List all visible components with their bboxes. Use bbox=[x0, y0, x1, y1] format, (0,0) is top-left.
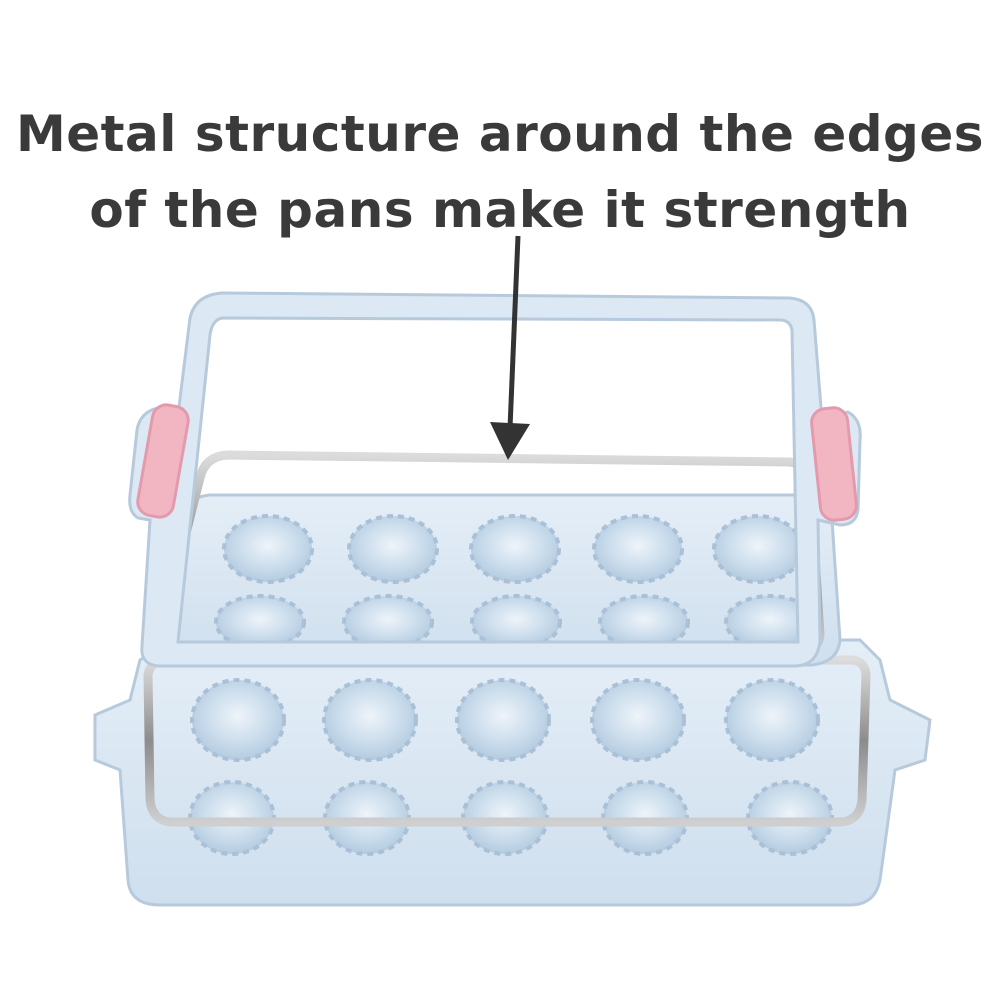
top-rim-outline bbox=[128, 291, 862, 668]
bottom-pan-body bbox=[93, 638, 932, 907]
top-silicone-rim bbox=[128, 291, 862, 668]
caption-line-2: of the pans make it strength bbox=[89, 181, 911, 239]
lower-metal-frame bbox=[143, 655, 871, 827]
arrow-shaft bbox=[507, 235, 521, 429]
right-handle-grip bbox=[810, 406, 858, 522]
arrow-head bbox=[490, 422, 530, 460]
pointer-arrow bbox=[490, 235, 530, 460]
caption-line-1: Metal structure around the edges bbox=[15, 105, 984, 163]
bottom-pan bbox=[93, 638, 932, 907]
caption: Metal structure around the edges of the … bbox=[0, 96, 1000, 248]
left-handle-grip bbox=[136, 403, 190, 519]
upper-pan-cups bbox=[214, 514, 816, 650]
upper-pan bbox=[168, 493, 842, 667]
